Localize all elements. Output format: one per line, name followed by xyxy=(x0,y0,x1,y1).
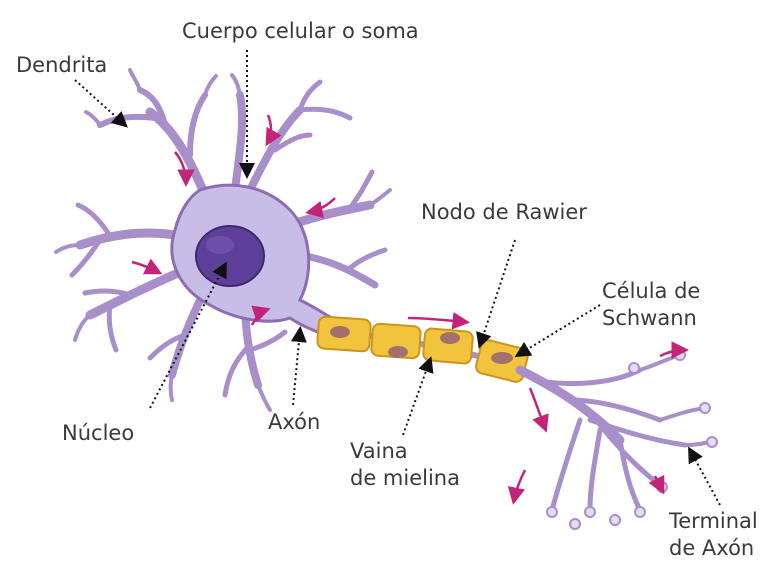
schwann-label-line2: Schwann xyxy=(602,305,700,332)
terminal-label: Terminal de Axón xyxy=(669,508,758,562)
nucleus-label: Núcleo xyxy=(62,420,134,447)
myelin-label: Vaina de mielina xyxy=(350,438,460,492)
schwann-nucleus xyxy=(491,352,513,364)
axon-terminal xyxy=(520,355,710,510)
schwann-label: Célula de Schwann xyxy=(602,278,700,332)
schwann-nucleus xyxy=(330,326,350,338)
soma-label: Cuerpo celular o soma xyxy=(182,18,419,45)
myelin-label-line1: Vaina xyxy=(350,438,460,465)
terminal-label-line1: Terminal xyxy=(669,508,758,535)
node-label: Nodo de Rawier xyxy=(421,199,587,226)
dendrite-label: Dendrita xyxy=(16,52,107,79)
schwann-label-line1: Célula de xyxy=(602,278,700,305)
nucleus xyxy=(196,226,264,286)
myelin-label-line2: de mielina xyxy=(350,465,460,492)
schwann-nucleus xyxy=(440,332,460,344)
schwann-nucleus xyxy=(388,346,408,358)
nucleus-highlight xyxy=(206,236,234,254)
myelin-sheath xyxy=(317,316,529,383)
terminal-label-line2: de Axón xyxy=(669,535,758,562)
axon-label: Axón xyxy=(268,409,320,436)
